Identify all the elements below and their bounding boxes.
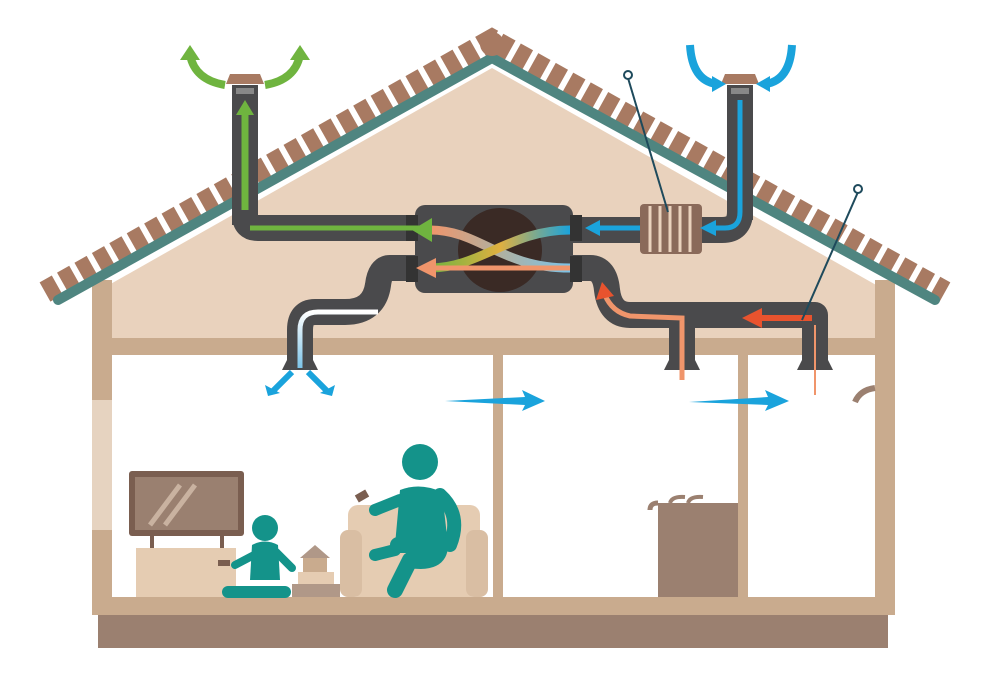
tv-cabinet bbox=[136, 548, 236, 597]
exhaust-arrow-icon bbox=[180, 45, 432, 242]
dresser-icon bbox=[647, 494, 738, 597]
heat-exchanger-icon bbox=[406, 205, 582, 293]
warm-extract-arrow-icon bbox=[416, 258, 816, 395]
child-person-icon bbox=[218, 515, 296, 598]
heater-coil-icon bbox=[640, 204, 702, 254]
house-frame bbox=[92, 280, 895, 648]
roof bbox=[39, 27, 951, 305]
tv-icon bbox=[129, 471, 244, 548]
pointer-lines bbox=[623, 70, 863, 321]
foundation bbox=[98, 615, 888, 648]
door-handle-icon bbox=[852, 385, 876, 404]
intake-arrow-icon bbox=[585, 44, 796, 236]
supply-arrow-icon bbox=[265, 309, 378, 396]
person-icon bbox=[354, 444, 462, 598]
toy-house-icon bbox=[292, 545, 340, 597]
airflow-arrow-icon bbox=[445, 390, 789, 411]
